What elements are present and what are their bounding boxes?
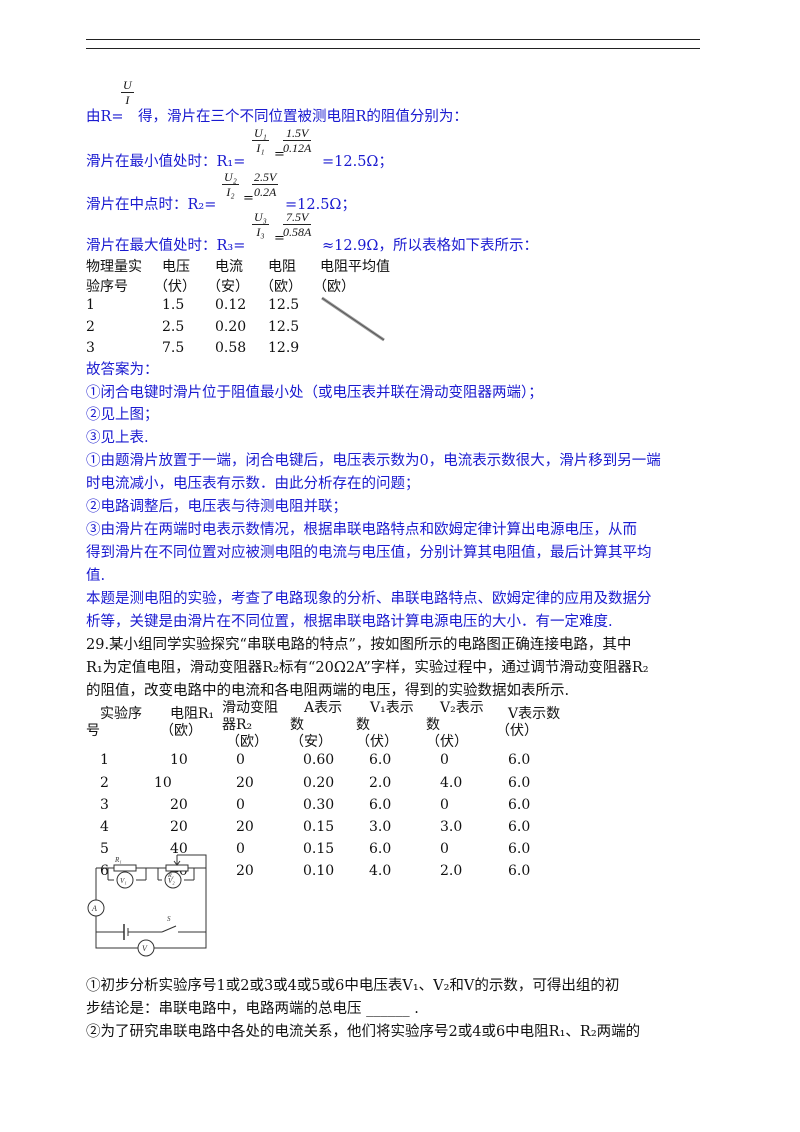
ohm-law-fraction: U I [121, 78, 134, 107]
analysis-line-6: 值. [86, 568, 106, 584]
svg-text:R₁: R₁ [114, 856, 122, 864]
resistor-r1 [113, 864, 137, 872]
fraction-u3-i3: U₃ I₃ [252, 210, 269, 239]
line-max-result: ≈12.9Ω，所以表格如下表所示： [322, 238, 538, 254]
q29-sub1-line-1: ①初步分析实验序号1或2或3或4或5或6中电压表V₁、V₂和V的示数，可得出组的… [86, 978, 620, 994]
analysis-line-1: ①由题滑片放置于一端，闭合电键后，电压表示数为0，电流表示数很大，滑片移到另一端 [86, 453, 661, 469]
line-min-result: =12.5Ω； [322, 154, 393, 170]
voltmeter-v2 [164, 871, 182, 889]
analysis-line-3: ②电路调整后，电压表与待测电阻并联； [86, 499, 347, 515]
answer-3: ③见上表. [86, 430, 149, 446]
fraction-u1-i1: U₁ I₁ [252, 126, 269, 155]
rheostat-r2 [165, 864, 189, 872]
comment-line-2: 析等，关键是由滑片在不同位置，根据串联电路计算电源电压的大小．有一定难度. [86, 614, 613, 630]
voltmeter-v [137, 939, 155, 957]
line-max-label: 滑片在最大值处时：R₃= [86, 238, 246, 254]
analysis-line-2: 时电流减小，电压表有示数．由此分析存在的问题； [86, 476, 420, 492]
header-rule-top [86, 39, 700, 40]
svg-text:V₁: V₁ [120, 877, 127, 885]
intro-suffix: 得，滑片在三个不同位置被测电阻R的阻值分别为： [138, 109, 468, 125]
fraction-u2-i2: U₂ I₂ [222, 170, 239, 199]
ammeter-a [87, 899, 105, 917]
answer-2: ②见上图； [86, 407, 159, 423]
diagonal-slash-mark [321, 296, 385, 342]
q29-stem-2: R₁为定值电阻，滑动变阻器R₂标有“20Ω2A”字样，实验过程中，通过调节滑动变… [86, 660, 649, 676]
analysis-line-5: 得到滑片在不同位置对应被测电阻的电流与电压值，分别计算其电阻值，最后计算其平均 [86, 545, 652, 561]
answer-title: 故答案为： [86, 362, 159, 378]
line-mid-result: =12.5Ω； [285, 197, 356, 213]
answer-1: ①闭合电键时滑片位于阻值最小处（或电压表并联在滑动变阻器两端）； [86, 385, 543, 401]
header-rule-bottom [86, 48, 700, 49]
fraction-2-5v-0-2a: 2.5V 0.2A [252, 170, 279, 199]
line-mid-label: 滑片在中点时：R₂= [86, 197, 217, 213]
comment-line-1: 本题是测电阻的实验，考查了电路现象的分析、串联电路特点、欧姆定律的应用及数据分 [86, 591, 652, 607]
q29-stem-3: 的阻值，改变电路中的电流和各电阻两端的电压，得到的实验数据如表所示. [86, 683, 570, 699]
svg-text:A: A [91, 904, 97, 913]
svg-text:R₂: R₂ [167, 873, 174, 879]
analysis-line-4: ③由滑片在两端时电表示数情况，根据串联电路特点和欧姆定律计算出电源电压，从而 [86, 522, 637, 538]
q29-stem-1: 29.某小组同学实验探究“串联电路的特点”，按如图所示的电路图正确连接电路，其中 [86, 637, 632, 653]
fraction-1-5v-0-12a: 1.5V 0.12A [283, 126, 312, 155]
circuit-diagram: R₁ R₂ V₁ V₂ A S V [87, 854, 207, 957]
q29-sub2-line-1: ②为了研究串联电路中各处的电流关系，他们将实验序号2或4或6中电阻R₁、R₂两端… [86, 1024, 641, 1040]
svg-text:V: V [142, 944, 148, 953]
svg-text:V₂: V₂ [168, 877, 175, 885]
line-min-label: 滑片在最小值处时：R₁= [86, 154, 246, 170]
q29-sub1-line-2: 步结论是：串联电路中，电路两端的总电压 ______ . [86, 1001, 419, 1017]
voltmeter-v1 [116, 871, 134, 889]
intro-prefix: 由R= [86, 109, 124, 125]
svg-text:S: S [167, 915, 171, 923]
fraction-7-5v-0-58a: 7.5V 0.58A [283, 210, 312, 239]
